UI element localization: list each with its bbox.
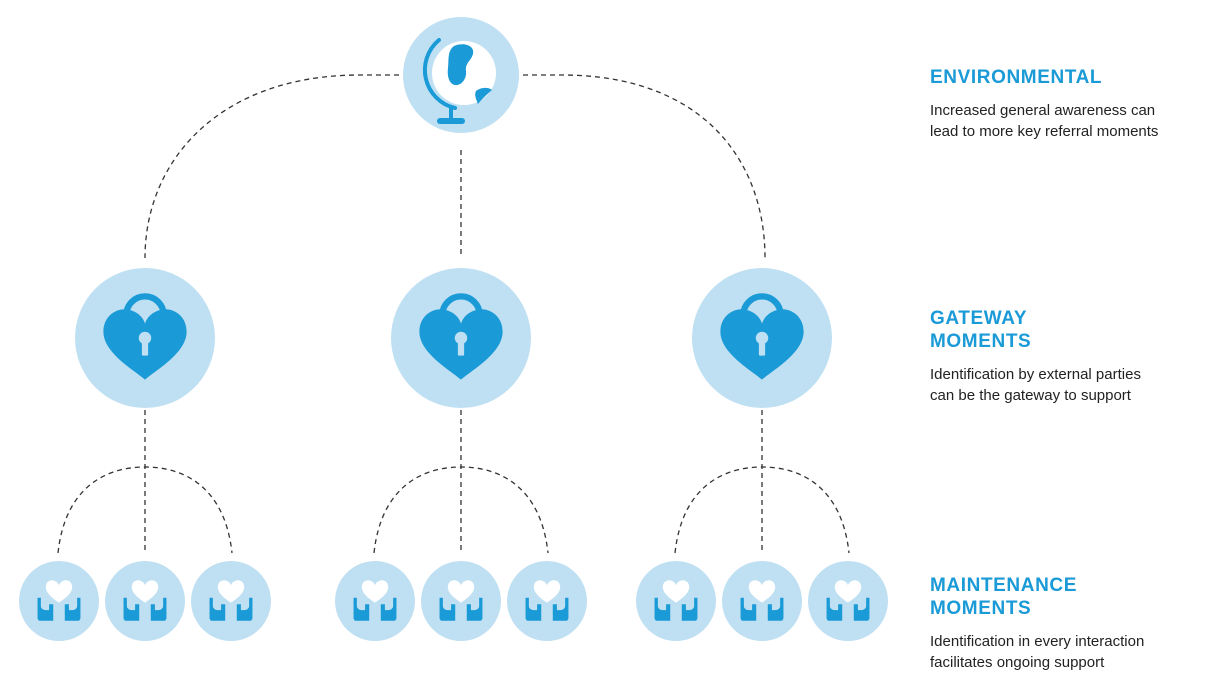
gateway-description-line-1: Identification by external parties xyxy=(930,366,1141,383)
connector-root-right xyxy=(523,74,766,259)
maintenance-node-1-3 xyxy=(191,561,271,641)
legend-gateway-moments: GATEWAY MOMENTS Identification by extern… xyxy=(930,307,1220,406)
environmental-description-line-2: lead to more key referral moments xyxy=(930,123,1159,140)
maintenance-node-2-1 xyxy=(335,561,415,641)
maintenance-node-1-1 xyxy=(19,561,99,641)
maintenance-node-2-3 xyxy=(507,561,587,641)
maintenance-heading: MAINTENANCE MOMENTS xyxy=(930,574,1220,620)
maintenance-node-1-2 xyxy=(105,561,185,641)
connector-gateway-3-arc xyxy=(674,466,850,554)
maintenance-node-3-2 xyxy=(722,561,802,641)
gateway-heading-line-2: MOMENTS xyxy=(930,331,1032,352)
gateway-description: Identification by external parties can b… xyxy=(930,364,1220,406)
environmental-description: Increased general awareness can lead to … xyxy=(930,100,1220,142)
connector-lines xyxy=(57,74,850,554)
maintenance-description-line-2: facilitates ongoing support xyxy=(930,654,1105,671)
connector-gateway-1-arc xyxy=(57,466,233,554)
gateway-heading: GATEWAY MOMENTS xyxy=(930,307,1220,353)
maintenance-heading-line-2: MOMENTS xyxy=(930,598,1032,619)
maintenance-node-3-1 xyxy=(636,561,716,641)
gateway-heading-line-1: GATEWAY xyxy=(930,308,1028,329)
gateway-node-2 xyxy=(391,268,531,408)
gateway-description-line-2: can be the gateway to support xyxy=(930,387,1131,404)
gateway-node-3 xyxy=(692,268,832,408)
connector-root-left xyxy=(144,74,399,259)
maintenance-node-2-2 xyxy=(421,561,501,641)
legend-maintenance-moments: MAINTENANCE MOMENTS Identification in ev… xyxy=(930,574,1220,673)
diagram-nodes xyxy=(19,17,888,641)
environmental-node xyxy=(403,17,519,133)
environmental-description-line-1: Increased general awareness can xyxy=(930,102,1156,119)
environmental-heading: ENVIRONMENTAL xyxy=(930,67,1103,88)
maintenance-description: Identification in every interaction faci… xyxy=(930,631,1220,673)
maintenance-node-3-3 xyxy=(808,561,888,641)
maintenance-description-line-1: Identification in every interaction xyxy=(930,633,1145,650)
maintenance-heading-line-1: MAINTENANCE xyxy=(930,575,1077,596)
gateway-node-1 xyxy=(75,268,215,408)
connector-gateway-2-arc xyxy=(373,466,549,554)
legend-environmental: ENVIRONMENTAL Increased general awarenes… xyxy=(930,66,1220,142)
